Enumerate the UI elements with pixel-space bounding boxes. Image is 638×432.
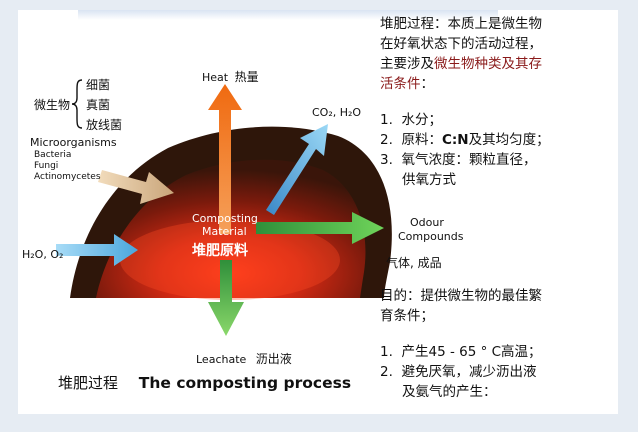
leachate-label: Leachate 沥出液 bbox=[196, 350, 292, 367]
co2-arrow bbox=[266, 124, 328, 215]
diagram-caption: 堆肥过程 The composting process bbox=[58, 372, 351, 393]
microorganism-fungi: Fungi bbox=[34, 161, 59, 171]
microbes-cn-label: 微生物 bbox=[34, 98, 71, 112]
condition-1-text: 水分； bbox=[401, 112, 442, 128]
microbe-item-bacteria: 细菌 bbox=[86, 78, 111, 92]
heat-arrow bbox=[208, 84, 242, 234]
water-oxygen-arrow bbox=[56, 234, 138, 266]
condition-2-suffix: 及其均匀度； bbox=[468, 132, 550, 148]
caption-cn: 堆肥过程 bbox=[58, 374, 119, 392]
condition-3-text: 氧气浓度：颗粒直径， bbox=[401, 152, 537, 168]
purpose-line-2: 育条件； bbox=[380, 308, 434, 324]
microbe-item-fungi: 真菌 bbox=[86, 98, 111, 112]
condition-2-bold: C:N bbox=[441, 132, 469, 148]
caption-en: The composting process bbox=[138, 374, 352, 392]
condition-3-num: 3. bbox=[380, 152, 393, 168]
leachate-label-en: Leachate bbox=[196, 353, 247, 366]
center-label-line2: Material bbox=[202, 225, 247, 238]
odour-label-line2: Compounds bbox=[398, 230, 464, 243]
intro-line-4: 活条件： bbox=[380, 74, 434, 94]
goal-2-continuation: 及氨气的产生： bbox=[402, 384, 497, 400]
intro-line-3-prefix: 主要涉及 bbox=[380, 56, 434, 72]
microorganisms-label: Microorganisms bbox=[30, 136, 117, 149]
goal-2-num: 2. bbox=[380, 364, 393, 380]
goal-1-num: 1. bbox=[380, 344, 393, 360]
goal-1-text: 产生45 - 65 ° C高温； bbox=[401, 344, 542, 360]
intro-line-1: 堆肥过程：本质上是微生物 bbox=[380, 16, 542, 32]
condition-3-continuation: 供氧方式 bbox=[402, 172, 456, 188]
heat-label-cn: 热量 bbox=[234, 70, 259, 84]
condition-1: 1. 水分； bbox=[380, 110, 442, 130]
goal-1: 1. 产生45 - 65 ° C高温； bbox=[380, 342, 542, 362]
top-banner bbox=[78, 10, 498, 20]
condition-3: 3. 氧气浓度：颗粒直径， bbox=[380, 150, 536, 170]
microbe-item-actinomycetes: 放线菌 bbox=[86, 118, 123, 132]
heat-label-en: Heat bbox=[202, 71, 229, 84]
microorganism-bacteria: Bacteria bbox=[34, 150, 72, 160]
leachate-arrow bbox=[208, 260, 244, 336]
purpose-line-1: 目的：提供微生物的最佳繁 bbox=[380, 288, 542, 304]
co2-h2o-label: CO₂, H₂O bbox=[312, 106, 362, 119]
slide: 微生物 细菌 真菌 放线菌 Microorganisms Bacteria Fu… bbox=[18, 10, 618, 414]
odour-arrow bbox=[256, 212, 384, 244]
intro-line-3: 主要涉及微生物种类及其存 bbox=[380, 54, 542, 74]
goal-2-text: 避免厌氧，减少沥出液 bbox=[401, 364, 537, 380]
intro-line-2: 在好氧状态下的活动过程， bbox=[380, 36, 542, 52]
heat-label: Heat 热量 bbox=[202, 68, 259, 85]
condition-1-num: 1. bbox=[380, 112, 393, 128]
intro-line-4-highlight: 活条件 bbox=[380, 76, 421, 92]
goal-2: 2. 避免厌氧，减少沥出液 bbox=[380, 362, 536, 382]
microorganism-actinomycetes: Actinomycetes bbox=[34, 172, 101, 182]
center-label-cn: 堆肥原料 bbox=[192, 243, 248, 259]
leachate-label-cn: 沥出液 bbox=[255, 352, 292, 366]
composting-diagram bbox=[56, 79, 392, 336]
condition-2: 2. 原料：C:N及其均匀度； bbox=[380, 130, 550, 150]
intro-line-4-suffix: ： bbox=[420, 76, 435, 92]
gas-product-label: 气体, 成品 bbox=[386, 256, 442, 270]
microbes-brace bbox=[71, 79, 83, 129]
microorganisms-arrow bbox=[98, 170, 174, 204]
intro-line-3-highlight: 微生物种类及其存 bbox=[434, 56, 542, 72]
center-label-line1: Composting bbox=[192, 212, 258, 225]
condition-2-prefix: 原料： bbox=[401, 132, 442, 148]
odour-label-line1: Odour bbox=[410, 216, 444, 229]
water-oxygen-label: H₂O, O₂ bbox=[22, 248, 64, 261]
condition-2-num: 2. bbox=[380, 132, 393, 148]
